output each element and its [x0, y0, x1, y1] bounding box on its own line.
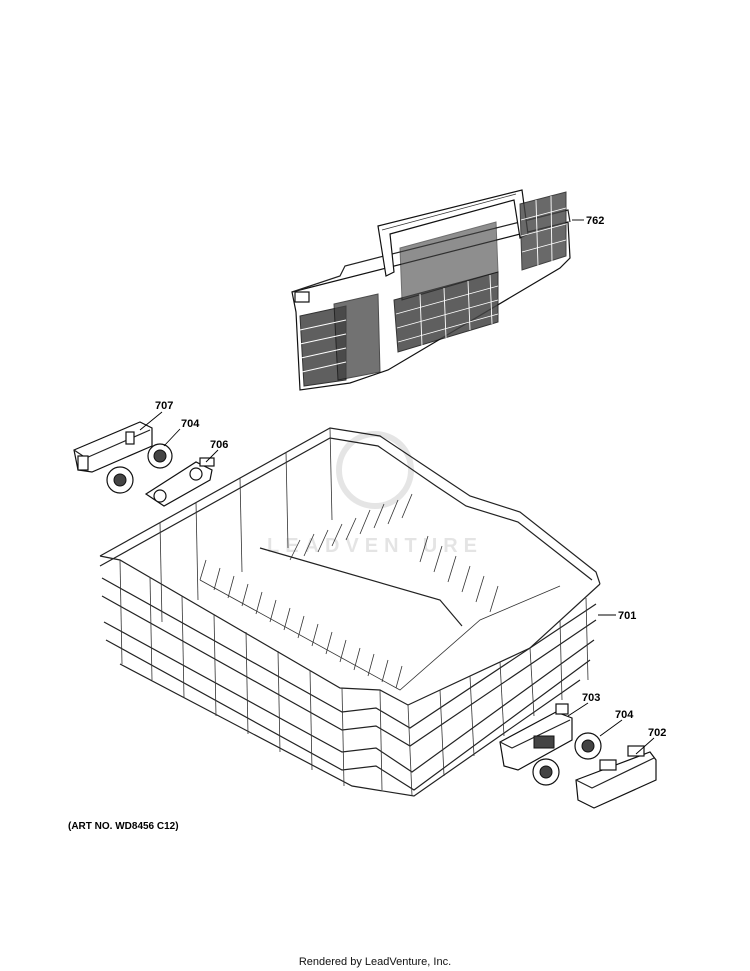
silverware-basket[interactable]	[291, 189, 571, 391]
callout-702: 702	[648, 727, 666, 739]
callout-704-right: 704	[615, 709, 634, 721]
rack-wheel-left-lower[interactable]	[106, 466, 134, 494]
rack-wheel-right-lower[interactable]	[532, 758, 560, 786]
svg-text:LEADVENTURE: LEADVENTURE	[267, 535, 483, 557]
footer-credit: Rendered by LeadVenture, Inc.	[298, 956, 452, 968]
callout-707: 707	[155, 400, 173, 412]
callout-762: 762	[586, 215, 604, 227]
rack-stop-right[interactable]	[499, 703, 573, 771]
callout-701: 701	[618, 610, 636, 622]
art-number: (ART NO. WD8456 C12)	[68, 821, 179, 832]
callout-703: 703	[582, 692, 600, 704]
leader-lines	[139, 219, 655, 755]
rack-stop-left[interactable]	[73, 421, 153, 473]
rack-clip-left[interactable]	[144, 457, 215, 507]
rack-wheel-left-upper[interactable]	[147, 443, 173, 469]
rack-wheel-right-upper[interactable]	[574, 732, 602, 760]
dish-rack[interactable]	[99, 427, 601, 797]
callout-706: 706	[210, 439, 228, 451]
watermark: LEADVENTURE	[267, 431, 483, 557]
callout-704-left: 704	[181, 418, 200, 430]
rack-end-cap[interactable]	[575, 745, 657, 809]
